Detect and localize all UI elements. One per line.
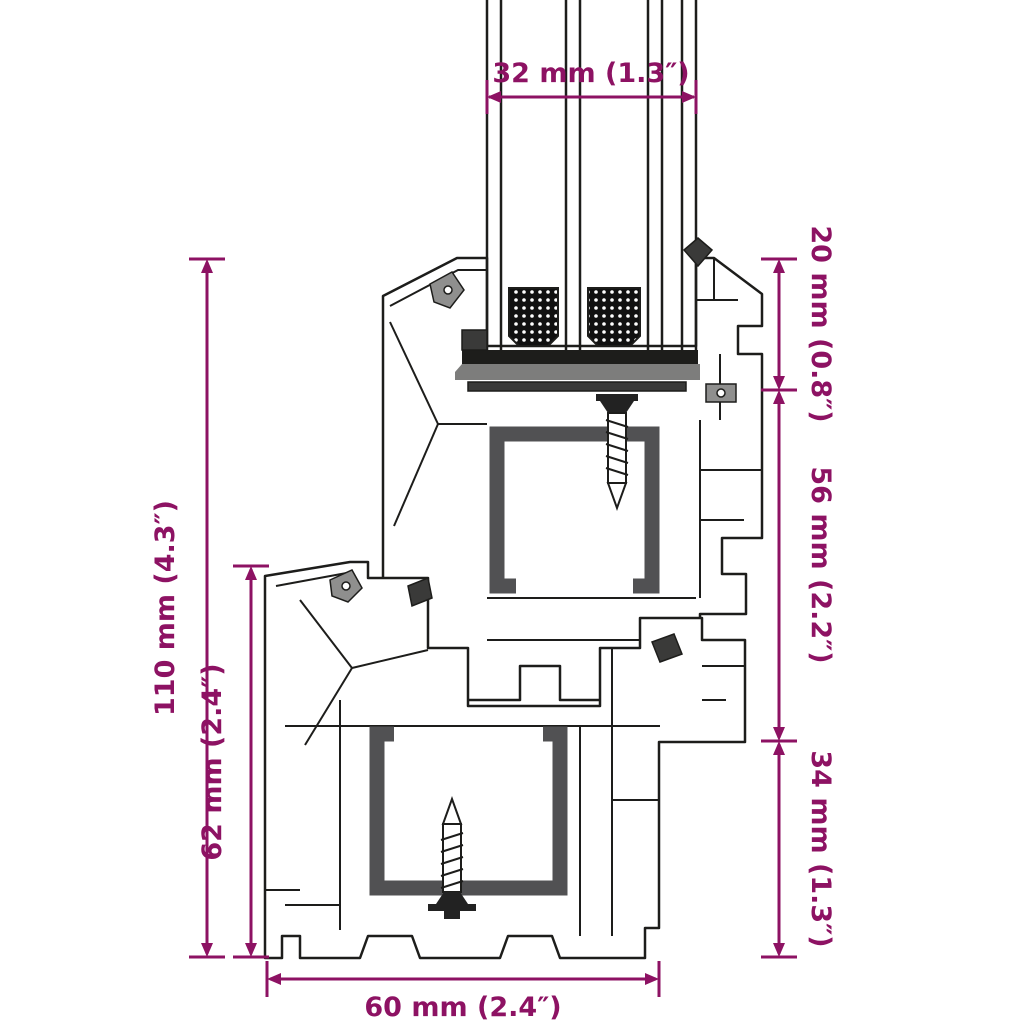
arrowhead-left	[267, 973, 281, 985]
dimension-label: 110 mm (4.3″)	[150, 500, 181, 716]
sash-profile	[381, 256, 764, 702]
steel-reinforcement-lower	[369, 726, 568, 896]
glazing-spacer	[508, 287, 559, 347]
arrowhead-down	[773, 376, 785, 390]
screw-tip	[606, 482, 628, 511]
glazing-seal-strip	[467, 381, 687, 392]
screw-upper	[596, 394, 638, 511]
fitting-hole	[341, 581, 351, 591]
glazing-support-bar	[462, 350, 698, 364]
steel-reinforcement-upper	[489, 426, 660, 594]
frame-gasket	[407, 576, 433, 608]
screw-head-stub	[444, 911, 460, 919]
dimension-label: 60 mm (2.4″)	[364, 992, 561, 1023]
arrowhead-up	[245, 566, 257, 580]
screw-lower	[428, 796, 476, 919]
screw-head	[428, 904, 476, 911]
screw-head	[596, 394, 638, 401]
dimension-label: 34 mm (1.3″)	[805, 750, 836, 947]
dimension-label: 56 mm (2.2″)	[805, 466, 836, 663]
fitting-hole	[443, 285, 453, 295]
screw-threads	[605, 419, 629, 476]
arrowhead-right	[645, 973, 659, 985]
arrowhead-left	[487, 91, 501, 103]
dimension-right-stack: 20 mm (0.8″) 56 mm (2.2″) 34 mm (1.3″)	[761, 225, 836, 959]
fitting-hole	[716, 388, 726, 398]
sash-fittings	[429, 271, 737, 403]
sash-web	[389, 321, 439, 425]
screw-head-cone	[436, 892, 468, 904]
sash-outline	[381, 256, 764, 702]
dimension-label: 62 mm (2.4″)	[197, 663, 228, 860]
arrowhead-up	[201, 259, 213, 273]
screw-threads	[440, 832, 464, 889]
arrowhead-up	[773, 741, 785, 755]
dimension-left-outer: 110 mm (4.3″)	[150, 257, 225, 959]
glazing-bridge-strip	[455, 364, 700, 380]
glazing-bridge	[455, 329, 700, 392]
arrowhead-down	[201, 943, 213, 957]
arrowhead-down	[773, 727, 785, 741]
dimension-label: 20 mm (0.8″)	[805, 225, 836, 422]
frame-gasket	[651, 633, 683, 663]
sash-web	[696, 258, 738, 301]
dimension-left-inner: 62 mm (2.4″)	[197, 564, 269, 959]
glazing-gasket	[682, 237, 714, 268]
arrowhead-up	[773, 390, 785, 404]
dimension-label: 32 mm (1.3″)	[492, 58, 689, 89]
frame-web	[299, 599, 353, 669]
glazing-end-cap	[461, 329, 488, 351]
frame-web	[304, 667, 353, 746]
sash-web	[389, 269, 487, 307]
dimension-bottom: 60 mm (2.4″)	[265, 961, 661, 1023]
frame-web	[275, 571, 353, 587]
arrowhead-down	[773, 943, 785, 957]
arrowhead-right	[682, 91, 696, 103]
screw-head-cone	[600, 401, 634, 413]
glass-unit	[485, 0, 714, 352]
sash-web	[393, 423, 439, 527]
frame-web	[351, 649, 429, 669]
glazing-spacer	[587, 287, 641, 347]
dimension-top: 32 mm (1.3″)	[485, 58, 698, 114]
arrowhead-up	[773, 259, 785, 273]
arrowhead-down	[245, 943, 257, 957]
frame-profile	[263, 560, 747, 960]
